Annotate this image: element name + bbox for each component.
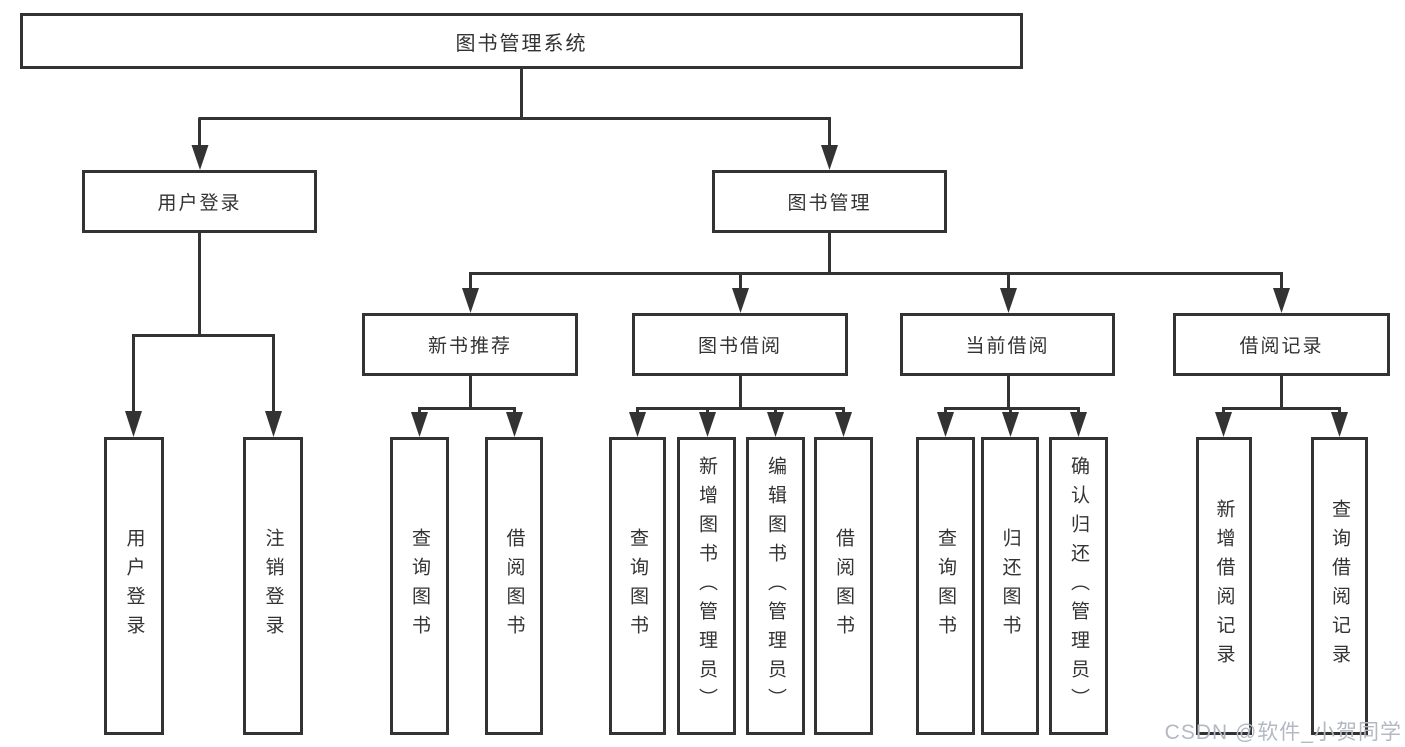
leaf-query-books-borrowing: 查询图书 <box>609 437 666 735</box>
node-borrow-records: 借阅记录 <box>1173 313 1390 376</box>
leaf-user-login: 用户登录 <box>104 437 164 735</box>
arrowheads <box>125 145 1348 437</box>
leaf-borrow-books-newbook: 借阅图书 <box>485 437 543 735</box>
node-user-login: 用户登录 <box>82 170 317 233</box>
node-library-system: 图书管理系统 <box>20 13 1023 69</box>
leaf-logout: 注销登录 <box>243 437 303 735</box>
node-book-borrowing: 图书借阅 <box>632 313 848 376</box>
leaf-query-books-newbook: 查询图书 <box>390 437 449 735</box>
node-new-book-recommend: 新书推荐 <box>362 313 578 376</box>
node-current-borrowing: 当前借阅 <box>900 313 1115 376</box>
leaf-query-borrow-record: 查询借阅记录 <box>1311 437 1368 735</box>
leaf-edit-book-admin: 编辑图书（管理员） <box>746 437 805 735</box>
leaf-add-book-admin: 新增图书（管理员） <box>677 437 736 735</box>
leaf-add-borrow-record: 新增借阅记录 <box>1196 437 1252 735</box>
leaf-confirm-return-admin: 确认归还（管理员） <box>1049 437 1108 735</box>
leaf-query-books-current: 查询图书 <box>916 437 975 735</box>
leaf-return-books: 归还图书 <box>981 437 1039 735</box>
leaf-borrow-books-borrowing: 借阅图书 <box>814 437 873 735</box>
node-book-management: 图书管理 <box>712 170 947 233</box>
watermark: CSDN @软件_小贺同学 <box>1164 721 1402 744</box>
